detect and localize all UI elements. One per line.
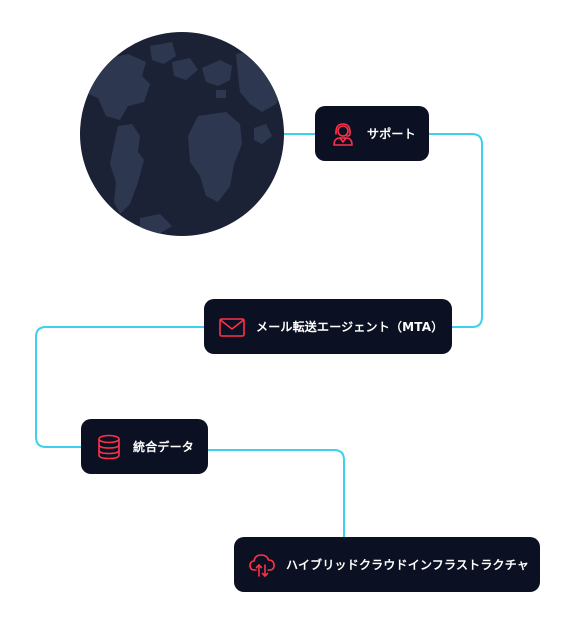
connector-data-hybrid — [207, 449, 345, 538]
connector-support-mta — [428, 133, 483, 328]
mta-label: メール転送エージェント（MTA） — [256, 320, 444, 334]
connector-mta-data — [35, 326, 205, 448]
headset-agent-icon — [329, 120, 357, 148]
envelope-icon — [218, 313, 246, 341]
cloud-sync-icon — [248, 551, 276, 579]
database-icon — [95, 433, 123, 461]
hybrid-cloud-node[interactable]: ハイブリッドクラウドインフラストラクチャ — [234, 537, 540, 592]
globe-icon — [80, 32, 284, 236]
support-node[interactable]: サポート — [315, 106, 429, 161]
hybrid-cloud-label: ハイブリッドクラウドインフラストラクチャ — [286, 558, 530, 572]
mta-node[interactable]: メール転送エージェント（MTA） — [204, 299, 452, 354]
unified-data-label: 統合データ — [133, 440, 195, 454]
unified-data-node[interactable]: 統合データ — [81, 419, 208, 474]
support-label: サポート — [367, 127, 416, 141]
